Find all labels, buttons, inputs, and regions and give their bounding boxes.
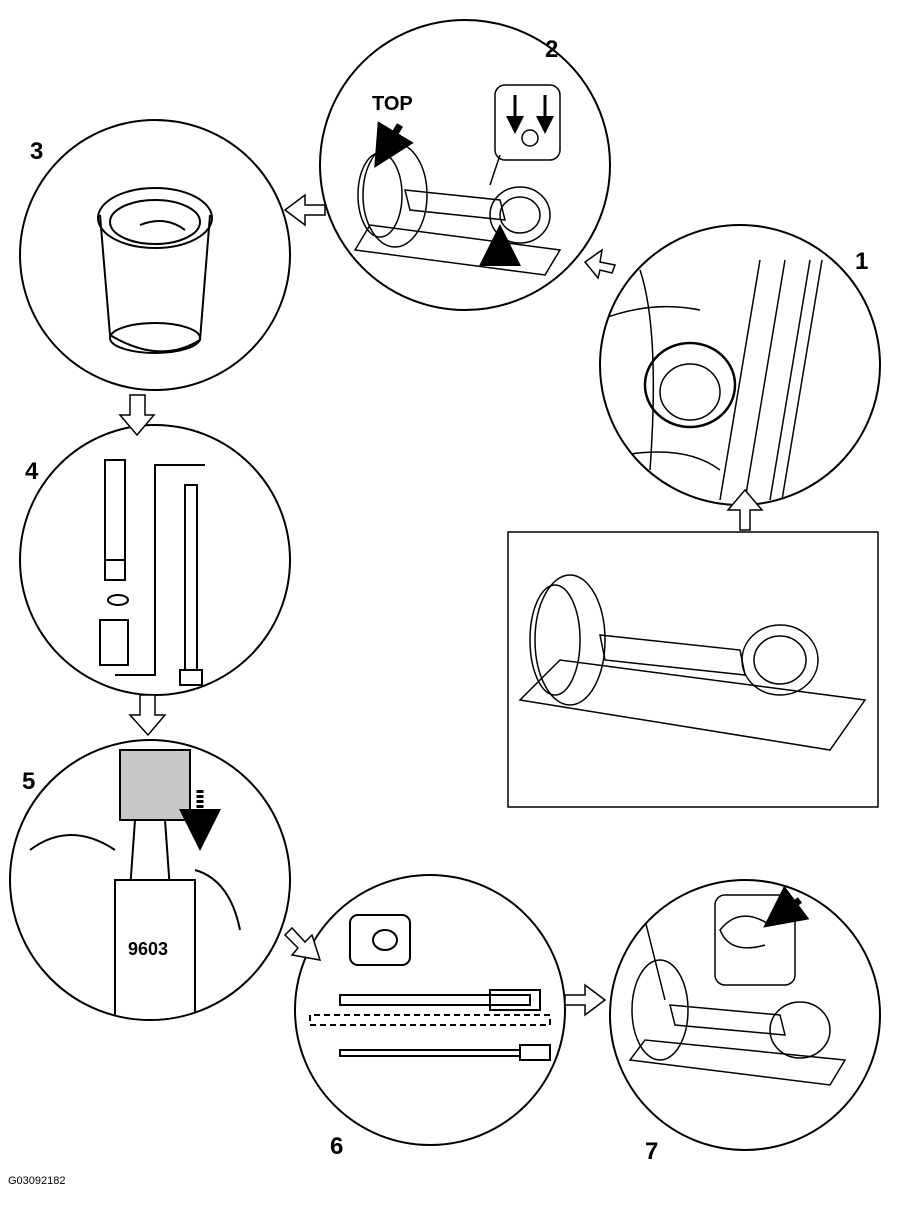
piston-overview-panel <box>507 531 879 808</box>
step-1-illustration <box>599 224 881 506</box>
arrow-5-to-6 <box>283 926 322 961</box>
tool-number-label: 9603 <box>128 939 168 959</box>
step-2-illustration <box>319 19 611 311</box>
arrow-3-to-4 <box>118 394 156 437</box>
flow-arrows <box>118 193 764 1017</box>
step-7-illustration <box>609 879 881 1151</box>
step-3-illustration <box>19 119 291 391</box>
step-number-7: 7 <box>645 1138 659 1165</box>
step-number-2: 2 <box>545 36 559 63</box>
top-label: TOP <box>372 93 413 115</box>
arrow-1-to-2 <box>583 248 617 280</box>
figure-code: G03092182 <box>8 1175 66 1187</box>
arrow-4-to-5 <box>128 694 167 737</box>
arrow-2-to-3 <box>283 193 326 227</box>
step-number-4: 4 <box>25 458 39 485</box>
step-number-6: 6 <box>330 1133 344 1160</box>
step-6-illustration <box>294 874 566 1146</box>
step-number-5: 5 <box>22 768 36 795</box>
arrow-6-to-7 <box>564 983 607 1017</box>
step-number-3: 3 <box>30 138 44 165</box>
step-4-illustration <box>19 424 291 696</box>
step-5-illustration <box>9 739 291 1021</box>
arrow-panel-to-1 <box>726 488 764 531</box>
step-number-1: 1 <box>855 248 869 275</box>
